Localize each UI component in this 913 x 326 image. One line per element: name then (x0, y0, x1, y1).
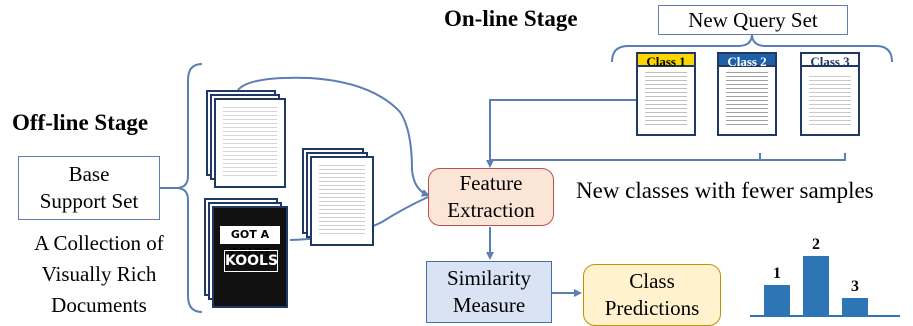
support-set-line2: Support Set (39, 189, 139, 213)
class-2-document: Class 2 (717, 52, 777, 136)
similarity-line1: Similarity (447, 266, 531, 290)
query-line-bottom (490, 153, 846, 161)
query-line-top (486, 99, 640, 168)
chart-bar-label: 1 (773, 265, 781, 282)
collection-line3: Documents (51, 293, 147, 317)
class-3-label: Class 3 (800, 52, 860, 69)
offline-stage-title: Off-line Stage (12, 110, 149, 135)
chart-bar (764, 285, 790, 316)
class-1-document: Class 1 (636, 52, 696, 136)
feature-extraction-box: Feature Extraction (428, 168, 554, 226)
prediction-bar-chart: 1 2 3 (750, 236, 900, 316)
feature-extraction-line2: Extraction (447, 198, 535, 222)
query-set-box: New Query Set (658, 5, 848, 35)
collection-line2: Visually Rich (41, 262, 157, 286)
collection-caption: A Collection of Visually Rich Documents (14, 228, 184, 321)
chart-bar (842, 298, 868, 316)
class-1-label: Class 1 (636, 52, 696, 69)
query-set-label: New Query Set (688, 7, 818, 32)
cold-ad-document: GOT A COLD? KOOLS (212, 206, 288, 308)
cold-ad-brand: KOOLS (224, 250, 278, 272)
chart-bar (803, 256, 829, 316)
online-stage-title: On-line Stage (444, 6, 578, 31)
cold-ad-headline: GOT A COLD? (220, 226, 280, 259)
class-3-document: Class 3 (800, 52, 860, 136)
class-2-label: Class 2 (717, 52, 777, 69)
predictions-line2: Predictions (604, 296, 700, 320)
chart-document-page (310, 156, 374, 246)
collection-line1: A Collection of (34, 231, 164, 255)
support-set-line1: Base (68, 162, 110, 186)
offline-curve-top (237, 76, 430, 197)
predictions-line1: Class (629, 269, 675, 293)
chart-bar-label: 2 (812, 236, 820, 253)
class-predictions-box: Class Predictions (583, 264, 721, 326)
similarity-line2: Measure (452, 293, 526, 317)
document-page (214, 98, 286, 188)
new-classes-note: New classes with fewer samples (576, 178, 874, 203)
similarity-measure-box: Similarity Measure (426, 261, 552, 323)
support-set-box: Base Support Set (18, 156, 160, 220)
chart-bar-label: 3 (851, 278, 859, 295)
feature-extraction-line1: Feature (459, 171, 523, 195)
